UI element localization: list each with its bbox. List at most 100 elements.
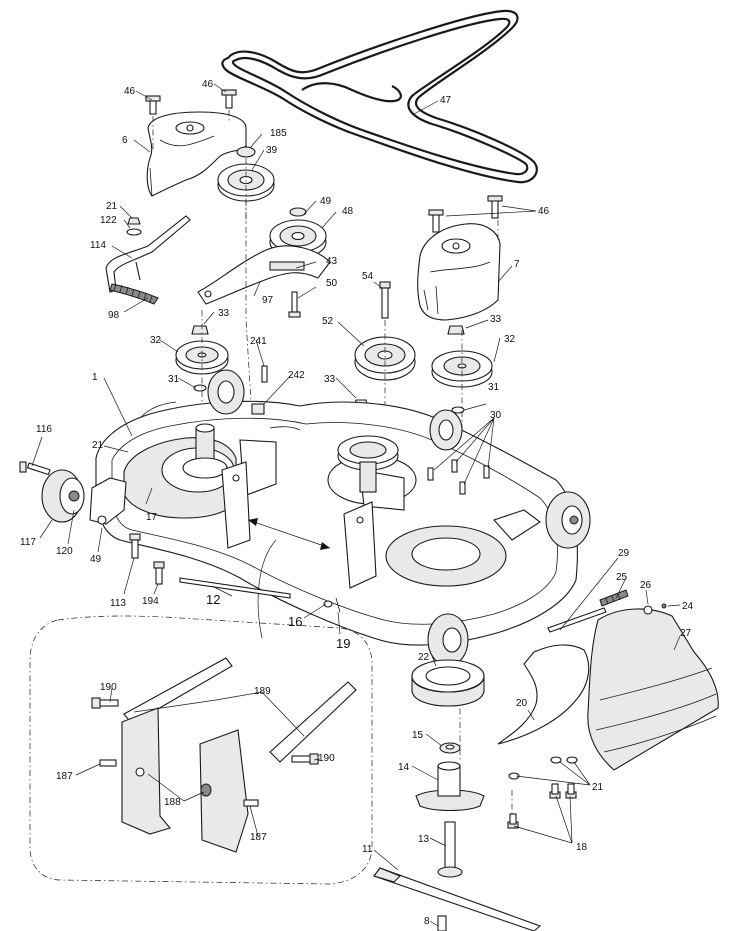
- chute-spring-25: [599, 589, 629, 607]
- gauge-wheel-117: [41, 469, 85, 523]
- chute-rod-29: [547, 607, 607, 633]
- bearing-15: [439, 742, 461, 754]
- idler-rod-114: [105, 215, 191, 293]
- idler-pulley-39: [217, 146, 275, 202]
- deck-wheel-front: [427, 613, 469, 667]
- callout-label: 31: [168, 374, 180, 385]
- nut-33-right: [447, 325, 465, 335]
- bolt-46-right-b: [487, 195, 503, 219]
- callout-label: 1: [92, 372, 98, 383]
- leader-lines: [31, 83, 681, 927]
- motion-arrow: [247, 518, 331, 639]
- callout-label: 113: [110, 598, 126, 609]
- callout-label: 120: [56, 546, 73, 557]
- callout-label: 39: [266, 145, 278, 156]
- spring-98: [109, 283, 159, 305]
- callout-label: 21: [106, 201, 118, 212]
- hardware-26-24: [643, 603, 667, 615]
- callout-label: 46: [538, 206, 550, 217]
- callout-label: 20: [516, 698, 528, 709]
- callout-label: 97: [262, 295, 274, 306]
- deck-hanger-bracket-right: [343, 501, 377, 589]
- callout-label: 14: [398, 762, 410, 773]
- centerline: [152, 110, 230, 150]
- callout-label: 30: [490, 410, 502, 421]
- callout-label: 12: [206, 592, 220, 607]
- bolt-54: [379, 281, 391, 319]
- spindle-housing-ring-22: [411, 659, 485, 707]
- callout-label: 31: [488, 382, 500, 393]
- pulley-32-right: [431, 350, 493, 388]
- deck-wheel-front-right: [545, 491, 591, 549]
- callout-label: 21: [92, 440, 104, 451]
- left-pulley-cover: [146, 111, 247, 197]
- callout-label: 50: [326, 278, 338, 289]
- callout-label: 188: [164, 797, 181, 808]
- callout-label: 24: [682, 601, 694, 612]
- callout-label: 185: [270, 128, 287, 139]
- detail-inset: [29, 615, 373, 885]
- bolt-46-right-a: [428, 209, 444, 233]
- callout-label: 194: [142, 596, 159, 607]
- callout-label: 46: [202, 79, 214, 90]
- bolt-50: [288, 291, 301, 318]
- idler-arm-43: [197, 245, 331, 305]
- callout-label: 25: [616, 572, 628, 583]
- callout-label: 242: [288, 370, 305, 381]
- callout-label: 26: [640, 580, 652, 591]
- callout-label: 46: [124, 86, 136, 97]
- callout-label: 190: [100, 682, 117, 693]
- callout-label: 98: [108, 310, 120, 321]
- callout-label: 32: [150, 335, 162, 346]
- callout-label: 29: [618, 548, 630, 559]
- callout-label: 13: [418, 834, 430, 845]
- hardware-241-242: [251, 365, 268, 415]
- washers-21-lower: [508, 756, 578, 780]
- bolts-30: [427, 459, 490, 495]
- deck-wheel-rear-left: [207, 369, 245, 415]
- callout-label: 187: [56, 771, 73, 782]
- spindle-housing-14: [415, 761, 485, 812]
- callout-label: 27: [680, 628, 692, 639]
- callout-label: 241: [250, 336, 267, 347]
- washers-31: [193, 384, 465, 414]
- deck-pulley-center: [337, 435, 399, 493]
- callout-label: 117: [20, 537, 36, 548]
- spindle-shaft-13: [437, 821, 463, 878]
- bolts-113-194: [129, 533, 165, 585]
- deck-wheel-rear-right: [429, 409, 463, 451]
- callout-label: 33: [490, 314, 502, 325]
- callout-label: 16: [288, 614, 302, 629]
- callout-label: 33: [218, 308, 230, 319]
- hardware-16-19: [323, 597, 341, 613]
- callout-label: 116: [36, 424, 52, 435]
- callout-label: 17: [146, 512, 158, 523]
- callout-label: 15: [412, 730, 424, 741]
- drive-belt: [221, 9, 538, 184]
- callout-label: 114: [90, 240, 106, 251]
- callout-label: 6: [122, 135, 128, 146]
- callout-label: 7: [514, 259, 520, 270]
- callout-label: 49: [90, 554, 102, 565]
- nut-33-left: [191, 325, 209, 335]
- lift-rod-12: [179, 577, 291, 599]
- deflector-20: [497, 644, 590, 745]
- deck-hanger-bracket-left: [221, 461, 251, 549]
- callout-label: 18: [576, 842, 588, 853]
- bolt-116: [19, 461, 51, 476]
- callout-label: 22: [418, 652, 430, 663]
- callout-label: 49: [320, 196, 332, 207]
- callout-label: 47: [440, 95, 452, 106]
- callout-label: 32: [504, 334, 516, 345]
- callout-label: 189: [254, 686, 271, 697]
- callout-label: 187: [250, 832, 267, 843]
- callout-label: 48: [342, 206, 354, 217]
- wheel-bracket: [89, 477, 127, 525]
- callout-label: 33: [324, 374, 336, 385]
- hardware-21-122: [126, 217, 142, 236]
- mower-deck: [95, 400, 578, 646]
- callout-label: 52: [322, 316, 334, 327]
- deck-spindle-left: [182, 423, 228, 479]
